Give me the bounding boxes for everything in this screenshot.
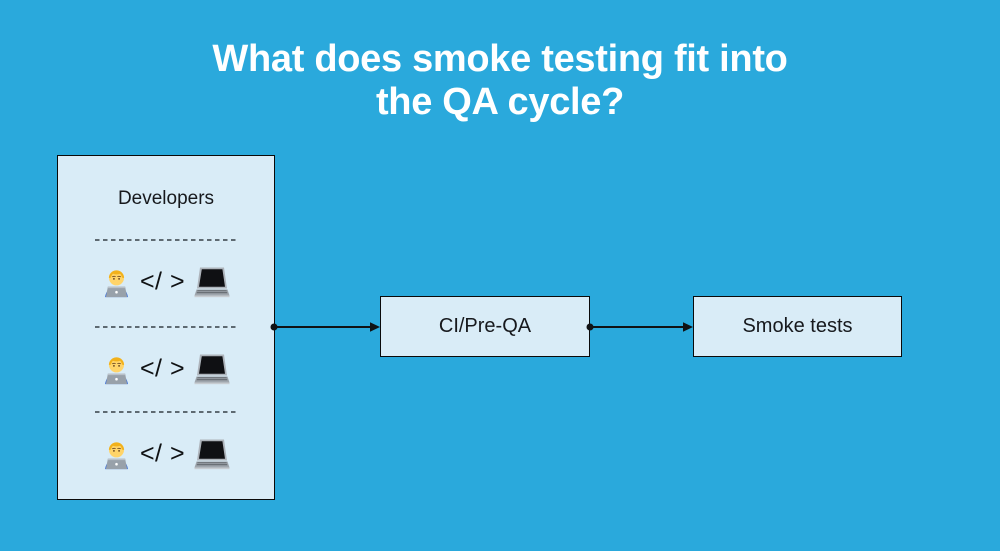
dashed-divider [95,411,237,413]
dashed-divider [95,326,237,328]
code-text: </ > [139,354,186,383]
node-ci-pre-qa: CI/Pre-QA [380,296,590,357]
developers-group-box: Developers </ > [57,155,275,500]
developer-row: </ > [58,353,274,386]
laptop-icon [194,354,230,385]
technologist-icon [104,441,128,469]
node-ci-pre-qa-label: CI/Pre-QA [438,315,532,337]
arrow-developers-to-ci [270,322,380,332]
code-text: </ > [139,267,186,296]
laptop-icon [194,267,230,298]
page-title: What does smoke testing fit into the QA … [0,38,1000,124]
technologist-icon [104,269,128,297]
technologist-icon [104,356,128,384]
node-smoke-tests-label: Smoke tests [742,315,853,337]
developer-row: </ > [58,266,274,299]
arrow-ci-to-smoke [586,322,693,332]
developer-row: </ > [58,438,274,471]
page-title-line2: the QA cycle? [375,81,625,123]
developers-label: Developers [117,188,215,209]
page-title-line1: What does smoke testing fit into [212,38,788,80]
laptop-icon [194,439,230,470]
node-smoke-tests: Smoke tests [693,296,902,357]
dashed-divider [95,239,237,241]
code-text: </ > [139,439,186,468]
